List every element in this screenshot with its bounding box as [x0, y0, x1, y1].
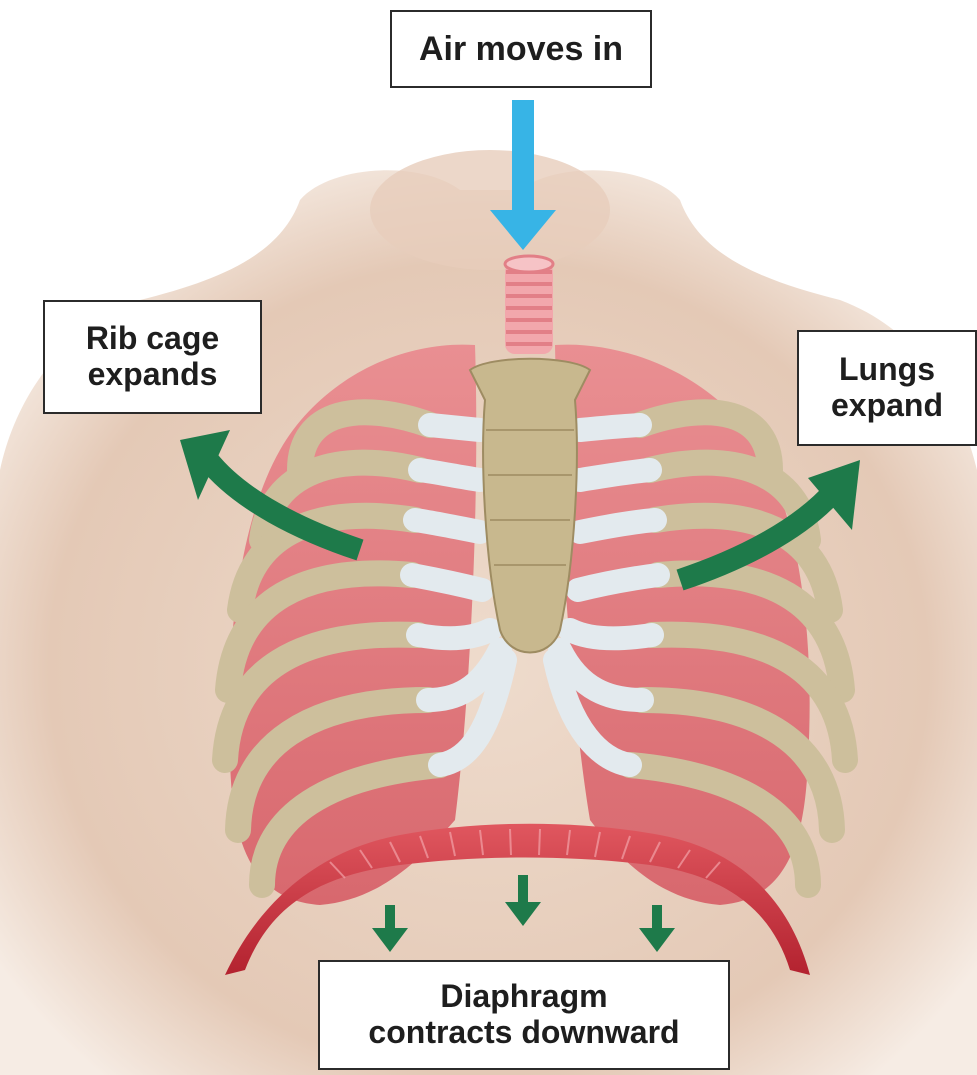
label-text: Air moves in: [419, 30, 623, 68]
label-text-line2: expand: [831, 388, 943, 424]
label-air-moves-in: Air moves in: [390, 10, 652, 88]
label-diaphragm-contracts: Diaphragm contracts downward: [318, 960, 730, 1070]
label-text-line1: Diaphragm: [440, 979, 607, 1015]
label-text-line2: expands: [88, 357, 218, 393]
label-rib-cage-expands: Rib cage expands: [43, 300, 262, 414]
trachea: [505, 256, 553, 354]
label-text-line1: Rib cage: [86, 321, 219, 357]
label-text-line2: contracts downward: [368, 1015, 679, 1051]
label-lungs-expand: Lungs expand: [797, 330, 977, 446]
label-text-line1: Lungs: [839, 352, 935, 388]
